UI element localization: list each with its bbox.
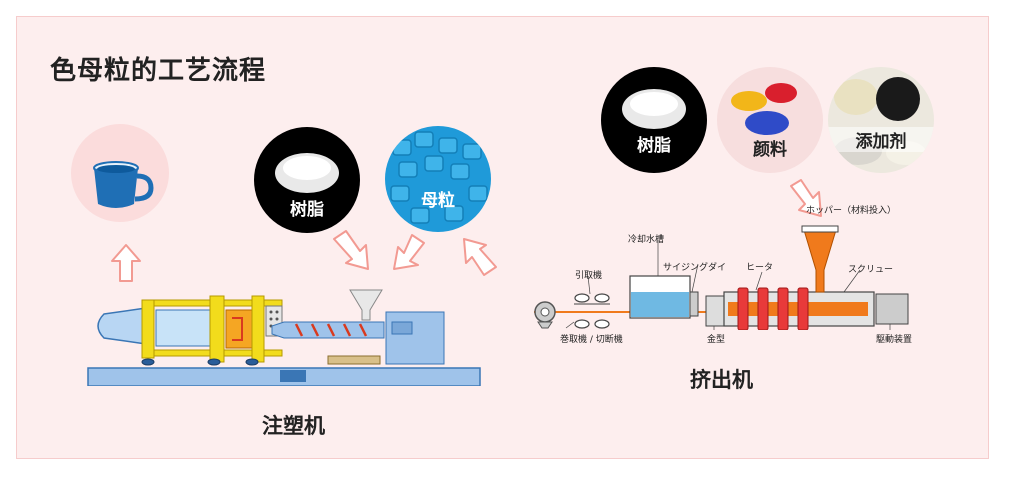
puller-rollers bbox=[574, 293, 610, 329]
resin-circle-extrusion: 树脂 bbox=[601, 67, 707, 173]
hopper-label: ホッパー（材料投入） bbox=[806, 206, 897, 216]
resin-circle-injection: 树脂 bbox=[254, 127, 360, 233]
injection-machine-diagram bbox=[87, 289, 481, 386]
drive-unit-ext bbox=[875, 293, 909, 325]
resin-pellets-image-2 bbox=[622, 89, 686, 129]
page-title: 色母粒的工艺流程 bbox=[50, 56, 267, 86]
drive-label: 駆動装置 bbox=[876, 335, 913, 345]
extruder-diagram bbox=[534, 225, 909, 330]
puller-label: 引取機 bbox=[575, 271, 603, 281]
additive-powder-image bbox=[834, 77, 926, 165]
arrow-masterbatch-to-hopper bbox=[393, 234, 425, 270]
resin-pellets-image bbox=[275, 153, 339, 193]
masterbatch-pellets-image bbox=[390, 131, 488, 224]
winder-label: 巻取機 / 切断機 bbox=[560, 335, 623, 345]
hopper bbox=[349, 289, 383, 321]
extrusion-caption: 挤出机 bbox=[690, 368, 753, 392]
arrow-cycle-to-masterbatch bbox=[463, 238, 497, 276]
hopper-ext bbox=[803, 229, 837, 293]
heater-label: ヒータ bbox=[746, 263, 774, 273]
arrow-resin-to-hopper bbox=[333, 230, 369, 270]
pigment-label: 颜料 bbox=[753, 140, 787, 160]
cup-icon bbox=[93, 161, 154, 208]
die-mold bbox=[705, 295, 725, 327]
heater-bands bbox=[737, 287, 809, 330]
masterbatch-label: 母粒 bbox=[421, 191, 455, 211]
pigment-circle: 颜料 bbox=[717, 67, 823, 173]
mold-label: 金型 bbox=[707, 335, 726, 345]
arrow-materials-to-hopper bbox=[790, 179, 822, 217]
additive-circle: 添加剂 bbox=[828, 67, 934, 173]
mold-block bbox=[225, 309, 253, 349]
resin-label-extrusion: 树脂 bbox=[637, 136, 671, 156]
injection-arrows bbox=[111, 230, 497, 282]
pigment-powder-image bbox=[731, 83, 797, 135]
additive-label: 添加剂 bbox=[828, 127, 934, 152]
injection-caption: 注塑机 bbox=[262, 414, 325, 438]
masterbatch-circle: 母粒 bbox=[385, 126, 491, 232]
small-control bbox=[280, 370, 306, 382]
drive-unit bbox=[385, 311, 445, 365]
resin-label-injection: 树脂 bbox=[290, 200, 324, 220]
arrow-up-to-cup bbox=[111, 244, 141, 282]
screw-label: スクリュー bbox=[848, 265, 894, 275]
cup-product-circle bbox=[71, 124, 169, 222]
sizing-die bbox=[689, 291, 699, 317]
clamp-cylinder bbox=[97, 307, 147, 345]
sizing-die-label: サイジングダイ bbox=[663, 263, 727, 273]
cooling-tank-label: 冷却水槽 bbox=[628, 235, 665, 245]
